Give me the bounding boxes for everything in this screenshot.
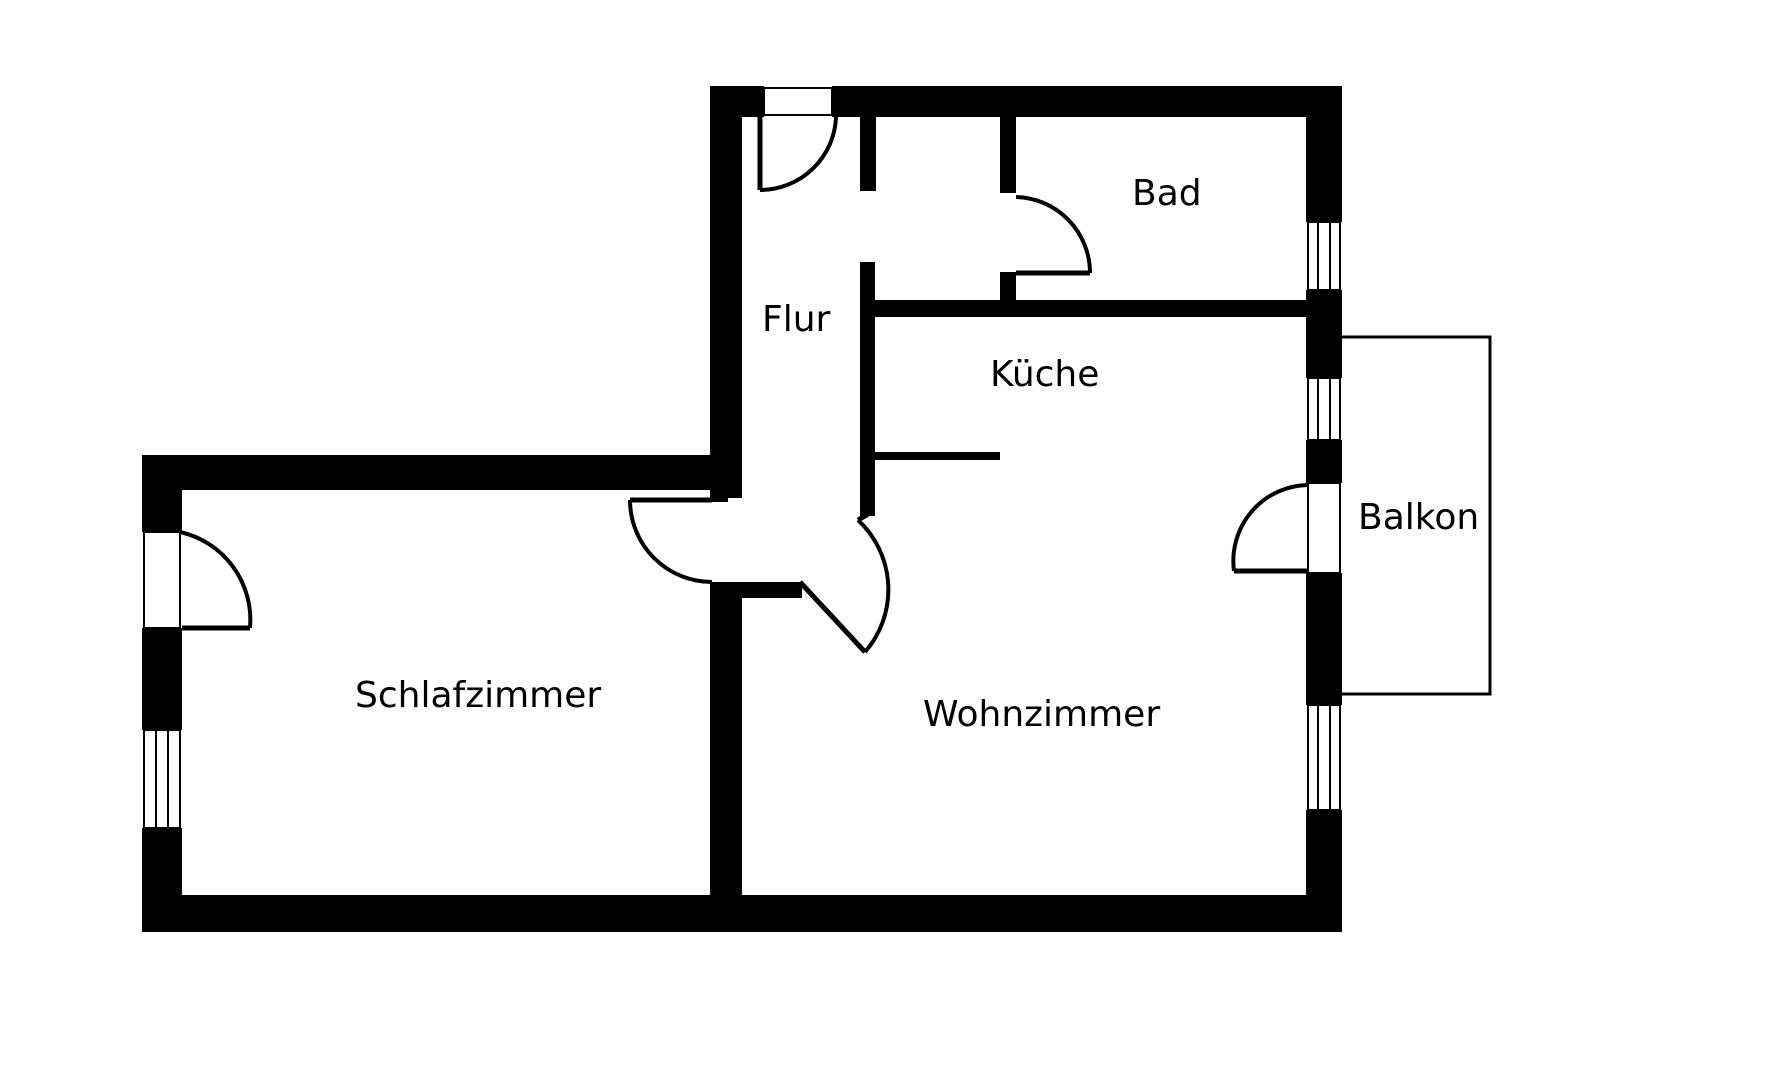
wall-right-3 <box>1306 440 1342 483</box>
entrance-frame <box>763 87 833 116</box>
window-wohnzimmer <box>1307 704 1341 811</box>
label-bad: Bad <box>1132 173 1202 214</box>
outer-walls <box>142 86 1342 932</box>
label-balkon: Balkon <box>1358 497 1479 538</box>
wall-flur-kueche <box>860 262 875 516</box>
wall-right-2 <box>1306 290 1342 378</box>
kitchen-counter <box>875 452 1000 460</box>
label-flur: Flur <box>762 299 831 340</box>
window-bedroom <box>143 729 181 829</box>
window-kueche <box>1307 377 1341 441</box>
wall-upper-left <box>710 86 742 498</box>
label-schlafzimmer: Schlafzimmer <box>355 675 601 716</box>
wall-left-1 <box>142 455 182 532</box>
wohnzimmer-door <box>798 509 891 654</box>
wall-bad-kueche <box>860 300 1310 317</box>
wall-flur-stub <box>860 115 876 191</box>
label-kueche: Küche <box>990 354 1099 395</box>
windows <box>143 87 1341 829</box>
wall-top-right <box>832 86 1342 117</box>
entrance-door <box>757 116 838 193</box>
balcony-outline <box>1342 335 1492 696</box>
wall-bad-left-top <box>1000 115 1016 193</box>
bedroom-door <box>628 497 713 584</box>
label-wohnzimmer: Wohnzimmer <box>923 694 1160 735</box>
interior-walls <box>710 115 1310 902</box>
wall-bedroom-top <box>142 455 742 490</box>
bad-door <box>1015 195 1092 276</box>
wall-left-2 <box>142 628 182 730</box>
wall-bedroom-wohnzimmer <box>710 582 742 902</box>
balcony-door <box>1231 483 1309 574</box>
window-bedroom-door-frame <box>143 531 181 629</box>
doors <box>179 116 1309 654</box>
balcony <box>1342 335 1492 696</box>
bedroom-outer-door <box>179 530 253 631</box>
wall-right-1 <box>1306 86 1342 222</box>
wall-flur-bottom-stub <box>742 582 802 598</box>
wall-bad-left-bottom <box>1000 272 1016 308</box>
wall-right-4 <box>1306 573 1342 705</box>
window-bad <box>1307 221 1341 291</box>
wall-bedroom-door-stub <box>710 490 728 502</box>
balcony-door-frame <box>1307 482 1341 574</box>
